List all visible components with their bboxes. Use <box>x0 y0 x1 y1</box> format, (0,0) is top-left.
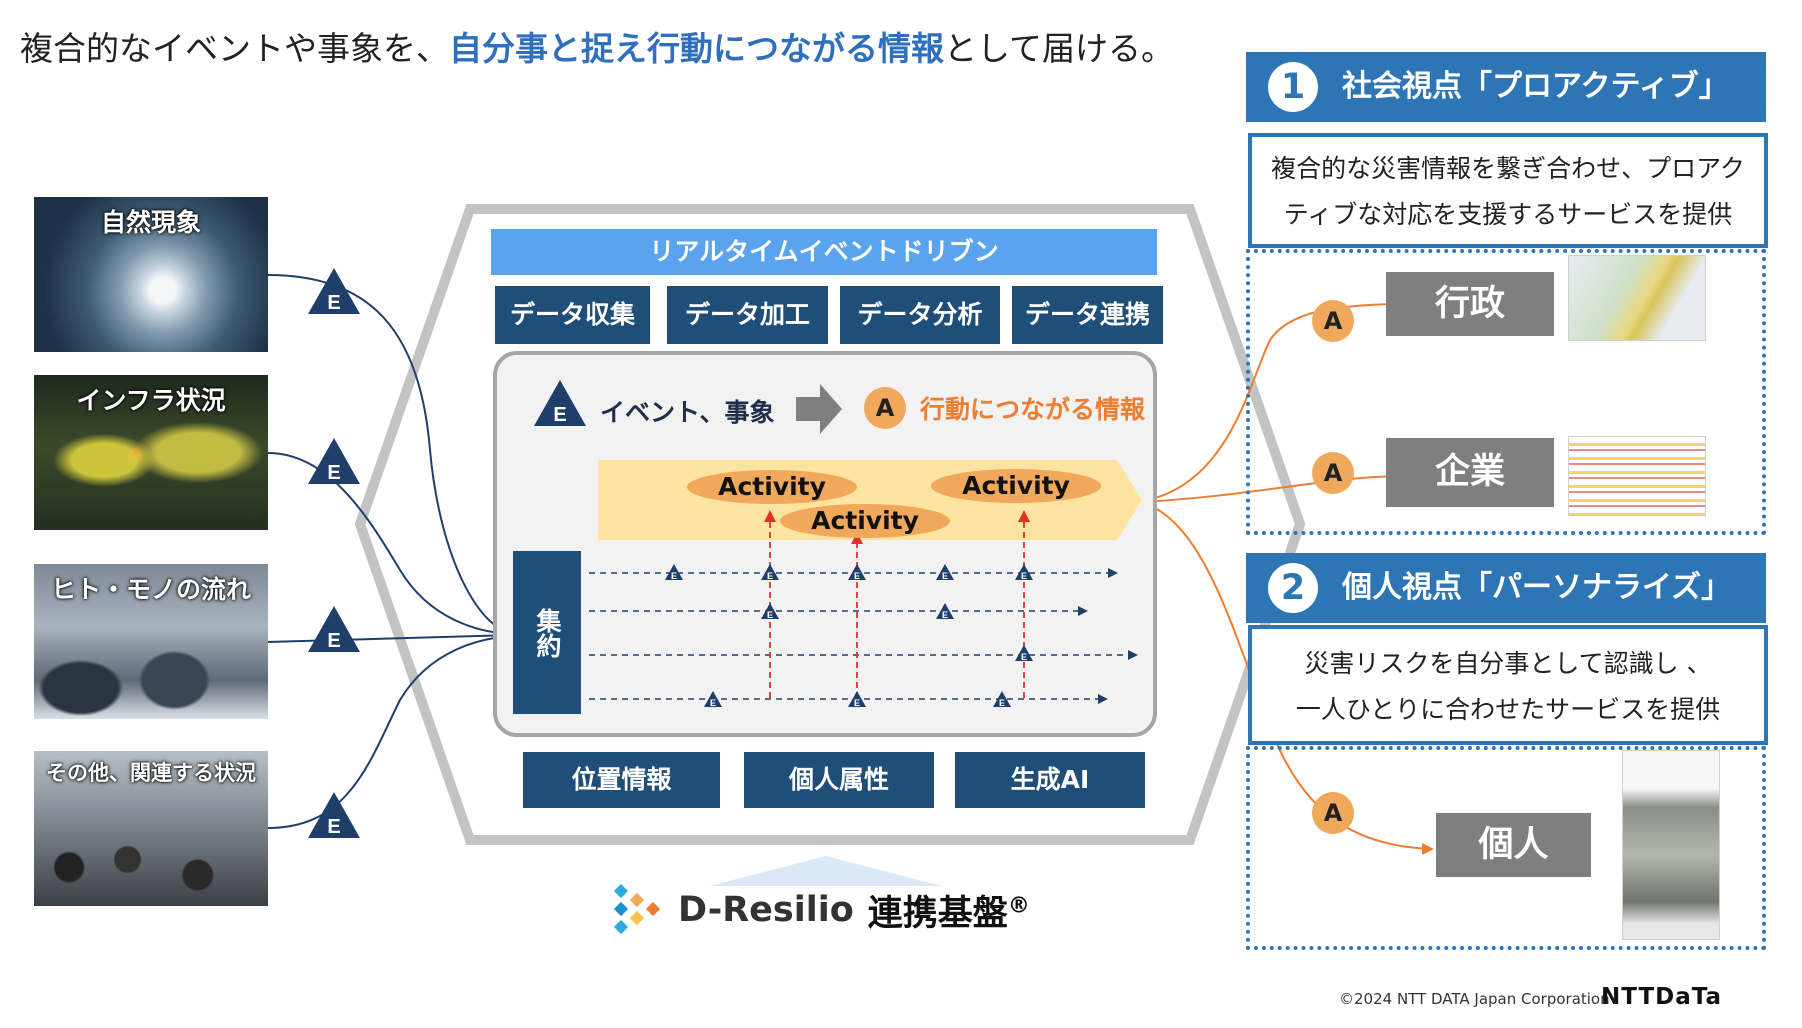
perspective-2-header: 2 個人視点「パーソナライズ」 <box>1246 553 1766 623</box>
svg-text:E: E <box>553 404 566 426</box>
perspective-2-description: 災害リスクを自分事として認識し 、 一人ひとりに合わせたサービスを提供 <box>1248 625 1768 745</box>
source-label: インフラ状況 <box>76 386 226 415</box>
ntt-data-logo: NTTDaTa <box>1601 984 1723 1010</box>
aggregation-box: 集約 <box>513 551 581 714</box>
svg-text:E: E <box>327 630 340 652</box>
bottom-genai: 生成AI <box>955 752 1145 808</box>
description-line: ティブな対応を支援するサービスを提供 <box>1283 200 1733 229</box>
activity-oval: Activity <box>687 470 857 504</box>
aggregation-label: 集約 <box>533 607 562 658</box>
d-resilio-brand: D-Resilio 連携基盤® <box>612 882 1030 938</box>
process-process: データ加工 <box>667 286 828 344</box>
action-marker: A <box>1312 452 1354 494</box>
legend-action-icon: A <box>864 387 906 429</box>
event-marker: E <box>306 604 362 654</box>
svg-text:E: E <box>671 571 677 581</box>
legend-arrow-icon <box>796 384 842 434</box>
brand-suffix: 連携基盤 <box>867 893 1008 934</box>
legend-event-label: イベント、事象 <box>600 398 775 427</box>
svg-text:E: E <box>854 698 860 708</box>
description-line: 一人ひとりに合わせたサービスを提供 <box>1295 695 1721 724</box>
target-company: 企業 <box>1386 438 1554 507</box>
source-nature-image: 自然現象 <box>34 197 268 352</box>
source-infra-image: インフラ状況 <box>34 375 268 530</box>
bottom-location: 位置情報 <box>523 752 720 808</box>
perspective-2-targets <box>1246 746 1766 950</box>
headline-part: 複合的なイベントや事象を、 <box>20 29 449 68</box>
target-individual: 個人 <box>1436 813 1591 877</box>
perspective-number: 2 <box>1268 563 1318 613</box>
brand-name: D-Resilio <box>678 890 854 930</box>
legend-action-label: 行動につながる情報 <box>920 395 1146 424</box>
perspective-title: 社会視点「プロアクティブ」 <box>1342 69 1729 104</box>
description-line: 災害リスクを自分事として認識し 、 <box>1304 649 1712 678</box>
copyright-text: ©2024 NTT DATA Japan Corporation <box>1339 990 1610 1008</box>
event-marker: E <box>306 436 362 486</box>
activity-oval: Activity <box>780 504 950 538</box>
description-line: 複合的な災害情報を繋ぎ合わせ、プロアク <box>1271 154 1745 183</box>
output-to-company <box>1142 475 1399 503</box>
svg-text:E: E <box>767 610 773 620</box>
svg-text:E: E <box>327 816 340 838</box>
svg-text:E: E <box>1021 652 1027 662</box>
svg-text:E: E <box>327 292 340 314</box>
process-link: データ連携 <box>1012 286 1163 344</box>
realtime-banner: リアルタイムイベントドリブン <box>491 229 1157 275</box>
svg-text:E: E <box>767 571 773 581</box>
perspective-1-description: 複合的な災害情報を繋ぎ合わせ、プロアク ティブな対応を支援するサービスを提供 <box>1248 133 1768 248</box>
connector-flow <box>267 634 514 643</box>
perspective-1-targets <box>1246 249 1766 535</box>
source-other-image: その他、関連する状況 <box>34 751 268 906</box>
svg-text:E: E <box>1021 571 1027 581</box>
source-flow-image: ヒト・モノの流れ <box>34 564 268 719</box>
activity-oval: Activity <box>931 469 1101 503</box>
action-marker: A <box>1312 300 1354 342</box>
source-label: 自然現象 <box>100 208 201 237</box>
platform-hexagon <box>354 204 1306 845</box>
svg-text:E: E <box>942 571 948 581</box>
company-table-thumbnail <box>1568 436 1706 516</box>
headline-part-end: として届ける。 <box>944 29 1175 68</box>
d-resilio-logo-icon <box>613 883 661 935</box>
brand-up-arrow <box>710 856 942 886</box>
bottom-attributes: 個人属性 <box>744 752 934 808</box>
connector-infra <box>267 452 514 635</box>
event-marker: E <box>306 266 362 316</box>
process-collect: データ収集 <box>495 286 650 344</box>
government-map-thumbnail <box>1568 255 1706 341</box>
event-marker: E <box>306 790 362 840</box>
source-label: その他、関連する状況 <box>46 761 256 785</box>
svg-text:E: E <box>999 698 1005 708</box>
target-government: 行政 <box>1386 272 1554 336</box>
perspective-title: 個人視点「パーソナライズ」 <box>1342 570 1732 605</box>
source-label: ヒト・モノの流れ <box>50 575 251 604</box>
individual-phone-thumbnail <box>1622 750 1720 940</box>
registered-mark: ® <box>1007 892 1030 918</box>
svg-text:E: E <box>854 571 860 581</box>
svg-text:E: E <box>942 610 948 620</box>
perspective-number: 1 <box>1268 62 1318 112</box>
process-analyze: データ分析 <box>840 286 1000 344</box>
headline: 複合的なイベントや事象を、自分事と捉え行動につながる情報として届ける。 <box>20 22 1174 70</box>
svg-text:E: E <box>710 698 716 708</box>
legend-event-icon: E <box>532 378 588 428</box>
action-marker: A <box>1312 792 1354 834</box>
perspective-1-header: 1 社会視点「プロアクティブ」 <box>1246 52 1766 122</box>
svg-text:E: E <box>327 462 340 484</box>
headline-highlight: 自分事と捉え行動につながる情報 <box>449 29 944 68</box>
